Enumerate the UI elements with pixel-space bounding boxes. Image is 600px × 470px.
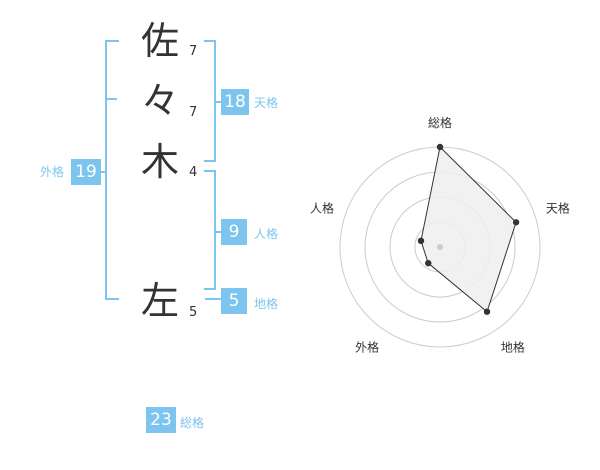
radar-axis-label-5: 人格 xyxy=(310,201,334,216)
stroke-count-1: 7 xyxy=(189,44,198,59)
tenkaku-label: 天格 xyxy=(254,96,279,110)
gaikaku-bracket xyxy=(105,40,119,300)
chikaku-connector xyxy=(205,298,221,300)
soukaku-badge: 23 xyxy=(146,407,176,433)
soukaku-label: 総格 xyxy=(180,416,205,430)
radar-polygon xyxy=(420,145,517,313)
radar-point-4 xyxy=(425,259,432,267)
radar-point-2 xyxy=(512,219,520,226)
radar-axis-label-1: 総格 xyxy=(428,115,452,130)
chikaku-label: 地格 xyxy=(254,297,279,311)
jinkaku-connector xyxy=(214,231,221,233)
tenkaku-badge: 18 xyxy=(221,89,249,115)
radar-axis-label-3: 地格 xyxy=(501,339,525,354)
gaikaku-label: 外格 xyxy=(40,165,65,179)
stroke-count-2: 7 xyxy=(189,105,198,120)
tenkaku-connector xyxy=(214,101,221,103)
jinkaku-bracket xyxy=(204,170,216,290)
radar-center-point xyxy=(437,244,443,250)
radar-point-3 xyxy=(483,308,491,315)
bracket-tick-char2 xyxy=(105,98,117,100)
name-char-1: 佐 xyxy=(140,19,179,63)
jinkaku-label: 人格 xyxy=(254,227,279,241)
jinkaku-badge: 9 xyxy=(221,219,247,245)
name-char-2: 々 xyxy=(140,79,179,123)
stroke-count-3: 4 xyxy=(189,165,198,180)
name-char-3: 木 xyxy=(140,140,179,184)
radar-point-1 xyxy=(436,143,444,151)
chikaku-badge: 5 xyxy=(221,288,247,314)
radar-point-5 xyxy=(417,237,425,245)
name-char-4: 左 xyxy=(140,279,179,323)
gaikaku-badge: 19 xyxy=(71,159,101,185)
stroke-count-4: 5 xyxy=(189,305,198,320)
gaikaku-connector xyxy=(99,171,107,173)
radar-axis-label-4: 外格 xyxy=(355,339,379,354)
radar-axis-label-2: 天格 xyxy=(546,201,570,216)
